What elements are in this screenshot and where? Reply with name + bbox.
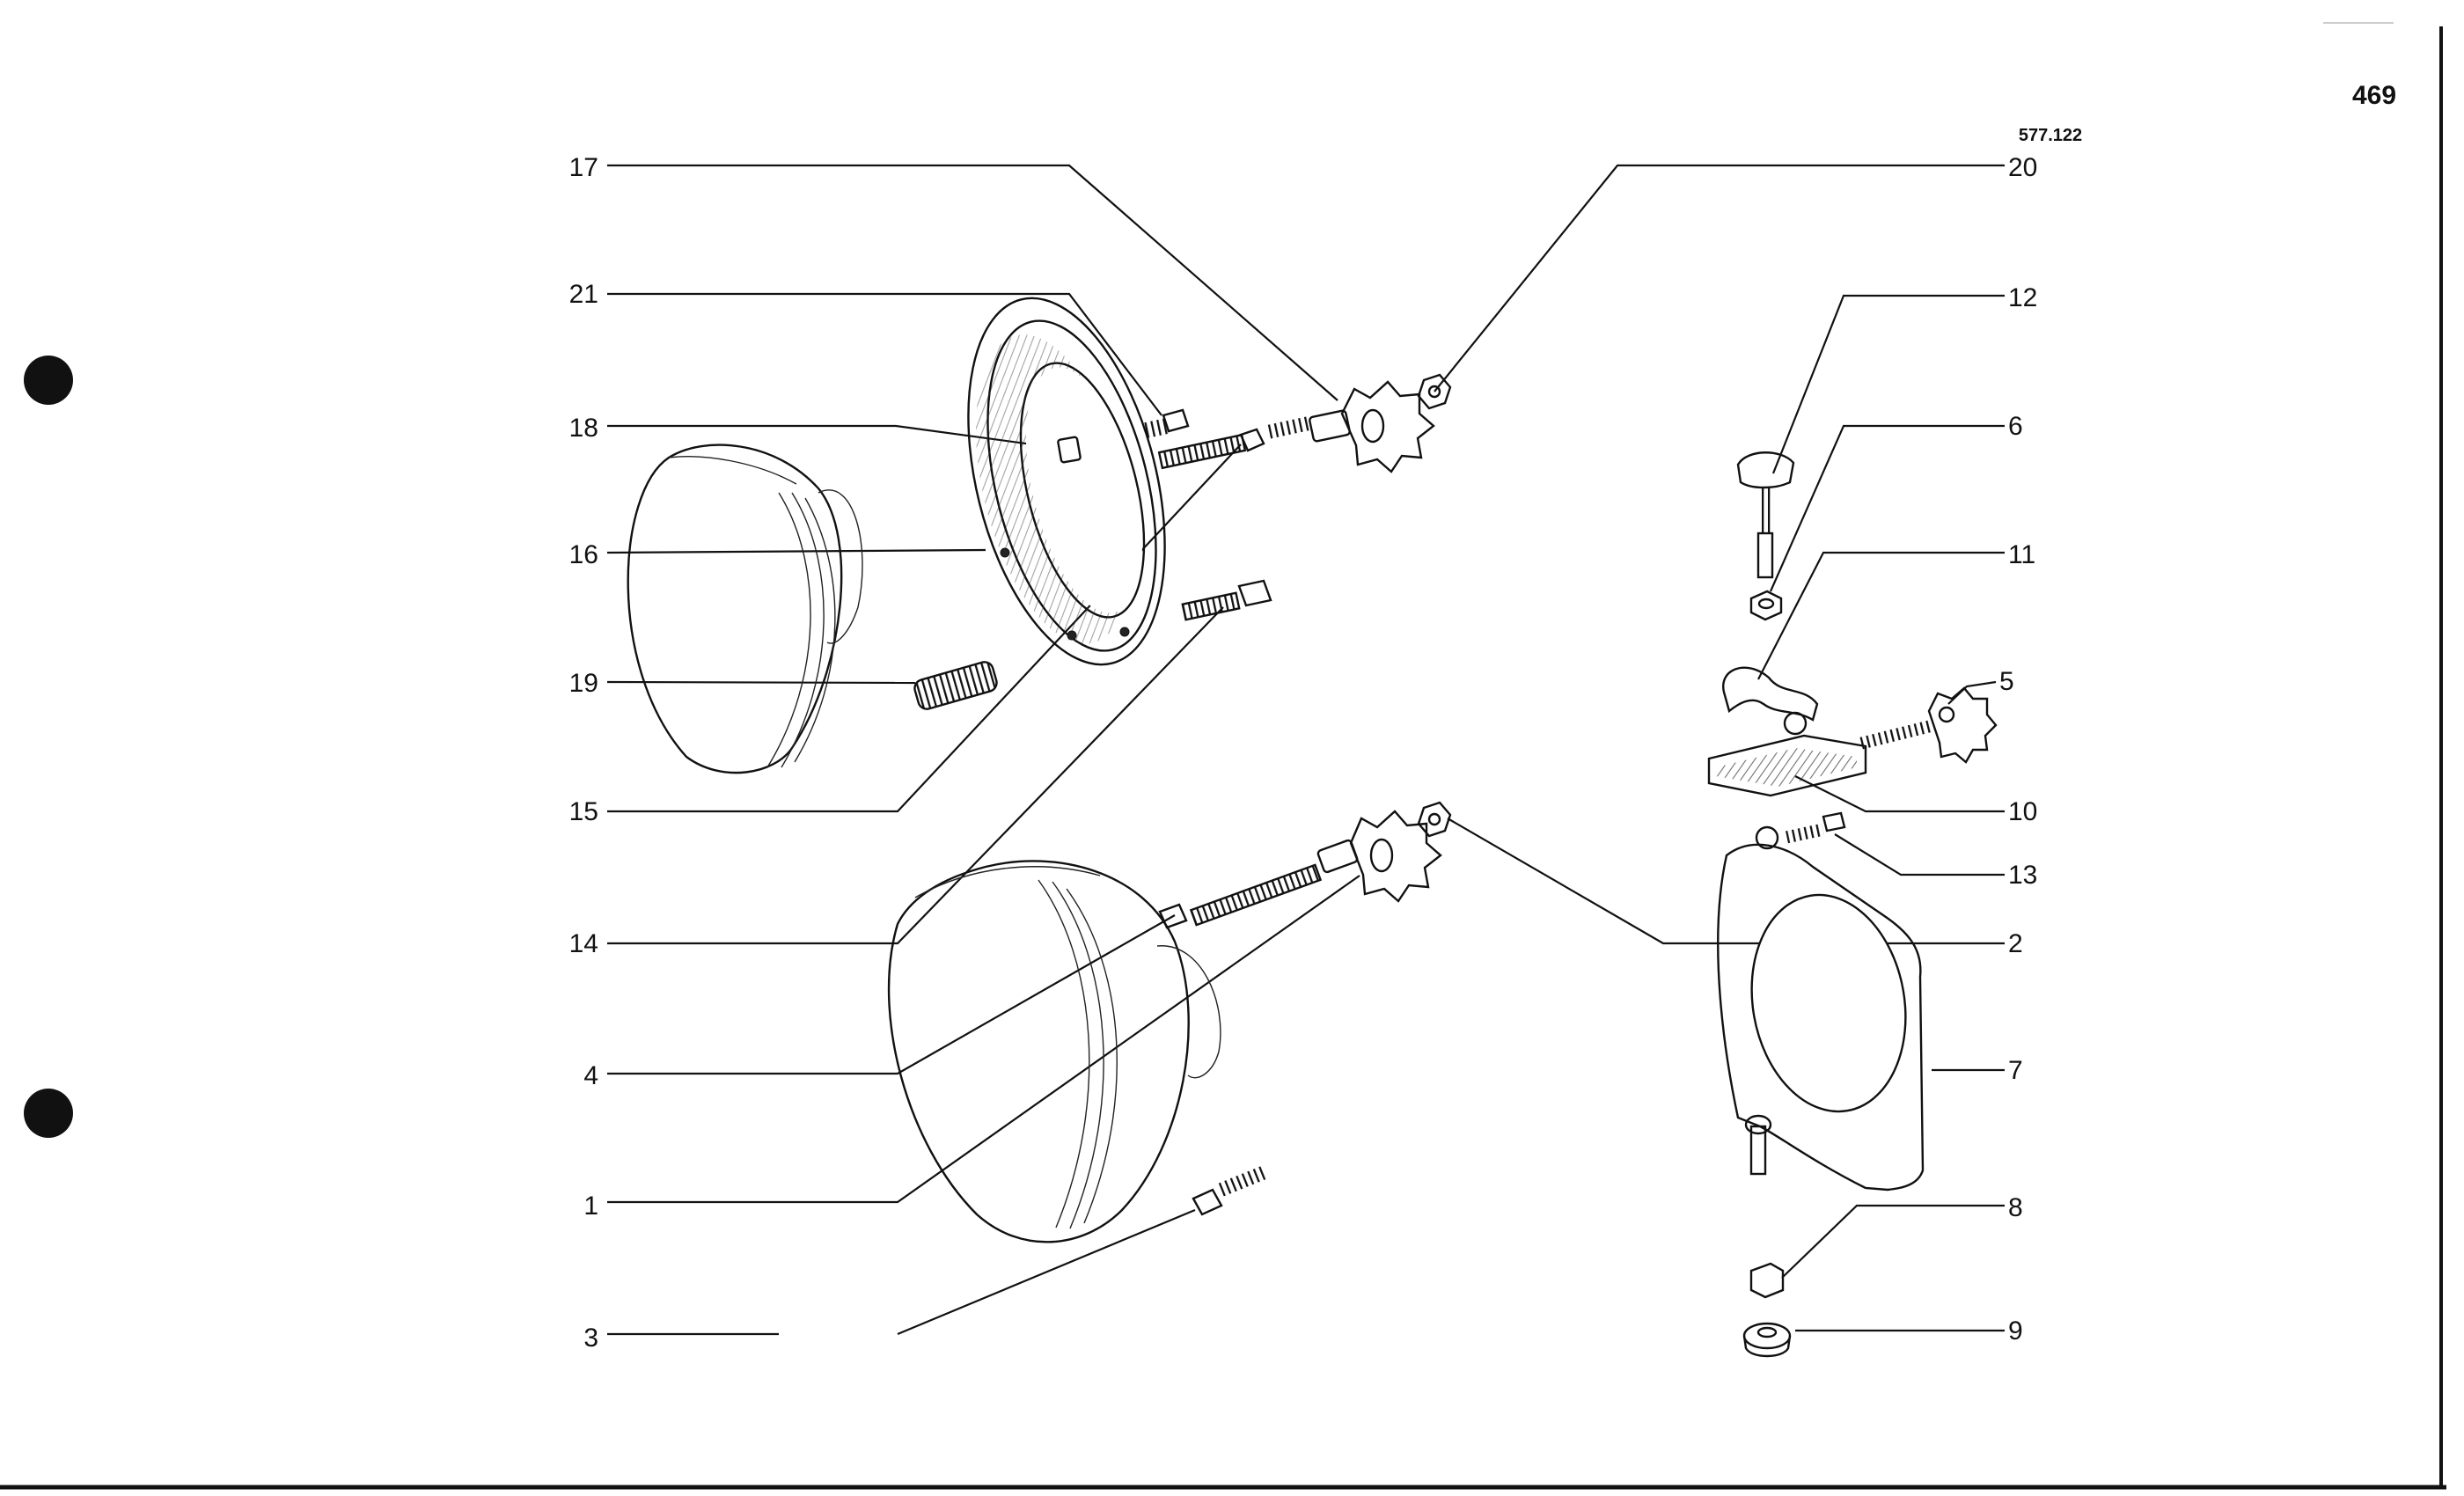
spring-icon <box>913 661 998 710</box>
grommet-icon <box>1742 1322 1792 1358</box>
bolt-icon <box>1140 408 1190 439</box>
bracket-icon <box>1717 825 1925 1192</box>
hex-nut-icon <box>1749 1262 1785 1299</box>
callout-10: 10 <box>2008 797 2037 826</box>
callout-21: 21 <box>569 280 598 309</box>
adjuster-screw-icon <box>1157 415 1313 470</box>
callout-20: 20 <box>2008 153 2037 182</box>
hex-nut-icon <box>1417 373 1452 410</box>
callout-1: 1 <box>583 1192 598 1221</box>
adjuster-screw-icon <box>1158 863 1323 929</box>
callout-6: 6 <box>2008 412 2023 441</box>
callout-19: 19 <box>569 669 598 698</box>
callout-16: 16 <box>569 540 598 569</box>
binder-hole-icon <box>24 356 73 405</box>
headlamp-shell-icon <box>887 860 1221 1243</box>
page-number: 469 <box>2352 81 2396 110</box>
callout-12: 12 <box>2008 283 2037 312</box>
hex-nut-icon <box>1417 801 1452 838</box>
star-knob-icon <box>1927 686 1998 764</box>
leader-lines <box>606 164 2005 1336</box>
headlamp-shell-icon <box>627 444 863 774</box>
callout-18: 18 <box>569 414 598 443</box>
bolt-icon <box>1786 811 1846 844</box>
callout-9: 9 <box>2008 1316 2023 1346</box>
mounting-ring-icon <box>967 297 1166 666</box>
callout-11: 11 <box>2008 540 2035 569</box>
star-knob-icon <box>1309 380 1435 473</box>
callout-8: 8 <box>2008 1193 2023 1222</box>
callout-13: 13 <box>2008 861 2037 890</box>
bracket-icon <box>1707 719 1935 797</box>
callout-4: 4 <box>583 1061 598 1090</box>
clamp-icon <box>1722 666 1819 736</box>
thumb-screw-icon <box>1736 451 1795 579</box>
hex-nut-icon <box>1749 590 1783 621</box>
bolt-icon <box>1192 1166 1266 1216</box>
figure-reference: 577.122 <box>2019 126 2082 145</box>
callout-5: 5 <box>1999 667 2014 696</box>
callout-3: 3 <box>583 1324 598 1353</box>
callout-2: 2 <box>2008 929 2023 958</box>
callout-7: 7 <box>2008 1056 2023 1085</box>
callout-17: 17 <box>569 153 598 182</box>
callout-14: 14 <box>569 929 598 958</box>
star-knob-icon <box>1316 810 1442 903</box>
bolt-icon <box>1181 579 1272 621</box>
binder-hole-icon <box>24 1089 73 1138</box>
callout-15: 15 <box>569 797 598 826</box>
